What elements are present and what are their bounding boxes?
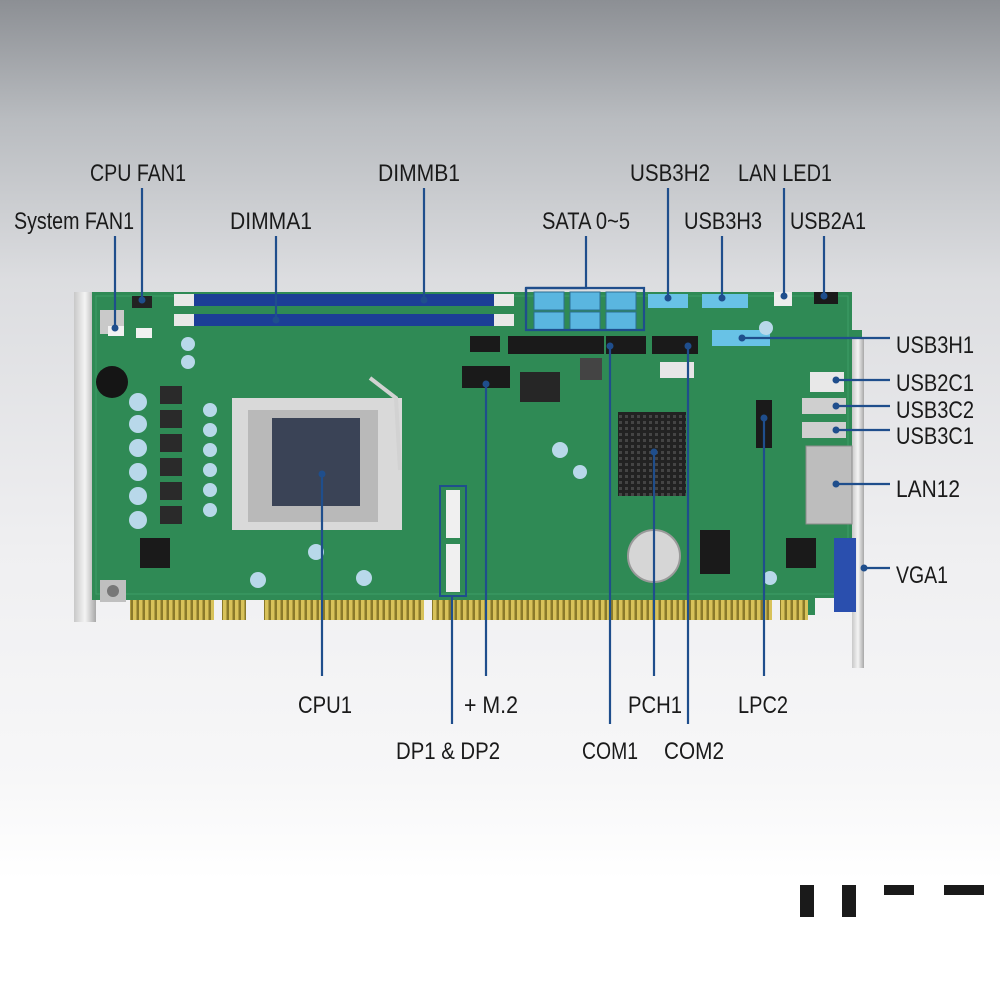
m2-slot	[462, 366, 510, 388]
chip	[700, 530, 730, 574]
usb3c2-port	[802, 398, 846, 414]
dp2-connector	[446, 544, 460, 592]
connector-white	[660, 362, 694, 378]
label-vga1: VGA1	[896, 562, 948, 589]
edge-connector-3	[264, 600, 424, 620]
chip	[580, 358, 602, 380]
label-usb2c1: USB2C1	[896, 370, 974, 397]
label-usb3h3: USB3H3	[684, 208, 762, 235]
label-m2: + M.2	[464, 692, 518, 719]
label-lan-led1: LAN LED1	[738, 160, 832, 187]
label-cpu-fan1: CPU FAN1	[90, 160, 186, 187]
socket-lever	[368, 376, 402, 471]
label-com1: COM1	[582, 738, 638, 765]
mounting-screw	[107, 585, 119, 597]
capacitor	[552, 442, 568, 458]
edge-connector-2	[222, 600, 246, 620]
leader-sata-box	[524, 286, 646, 332]
cropped-text-fragment	[800, 885, 984, 917]
usb3c1-port	[802, 422, 846, 438]
edge-connector-5	[780, 600, 808, 620]
callout-labels: System FAN1 CPU FAN1 DIMMA1 DIMMB1 SATA …	[14, 160, 974, 765]
dimm-latch	[174, 314, 194, 326]
label-cpu1: CPU1	[298, 692, 352, 719]
capacitor	[308, 544, 324, 560]
label-usb3h1: USB3H1	[896, 332, 974, 359]
label-usb3h2: USB3H2	[630, 160, 710, 187]
capacitor	[356, 570, 372, 586]
header-small	[470, 336, 500, 352]
usb3h3-header	[702, 294, 748, 308]
vrm-area	[129, 337, 217, 568]
circuit-board	[74, 291, 864, 668]
edge-connector-4	[432, 600, 772, 620]
label-com2: COM2	[664, 738, 724, 765]
label-sata: SATA 0~5	[542, 208, 630, 235]
label-pch1: PCH1	[628, 692, 682, 719]
com2-header	[652, 336, 698, 354]
chip	[520, 372, 560, 402]
sata-ports	[533, 291, 637, 331]
dimm-latch	[494, 314, 514, 326]
com-header-1	[508, 336, 604, 354]
dimm-latch	[494, 294, 514, 306]
dp1-connector	[446, 490, 460, 538]
label-dp: DP1 & DP2	[396, 738, 500, 765]
fan-header-2	[136, 328, 152, 338]
io-bracket-right	[852, 338, 864, 668]
chip	[786, 538, 816, 568]
usb2c1-port	[810, 372, 844, 392]
label-system-fan1: System FAN1	[14, 208, 134, 235]
label-dimmb1: DIMMB1	[378, 160, 460, 187]
label-usb3c1: USB3C1	[896, 423, 974, 450]
label-usb3c2: USB3C2	[896, 397, 974, 424]
mounting-bracket-left	[74, 292, 96, 622]
label-lpc2: LPC2	[738, 692, 788, 719]
label-lan12: LAN12	[896, 476, 960, 503]
dimm-latch	[174, 294, 194, 306]
capacitor	[250, 572, 266, 588]
leader-endpoints	[111, 292, 868, 572]
dimm-slot-a1	[174, 314, 514, 326]
dimm-slot-b1	[174, 294, 514, 306]
leader-lines	[113, 188, 890, 724]
capacitor	[763, 571, 777, 585]
edge-connector-1	[130, 600, 214, 620]
buzzer	[96, 366, 128, 398]
label-dimma1: DIMMA1	[230, 208, 312, 235]
com1-header	[606, 336, 646, 354]
capacitor	[573, 465, 587, 479]
vga1-port	[834, 538, 856, 612]
cpu-socket-contacts	[272, 418, 360, 506]
capacitor	[759, 321, 773, 335]
label-usb2a1: USB2A1	[790, 208, 866, 235]
